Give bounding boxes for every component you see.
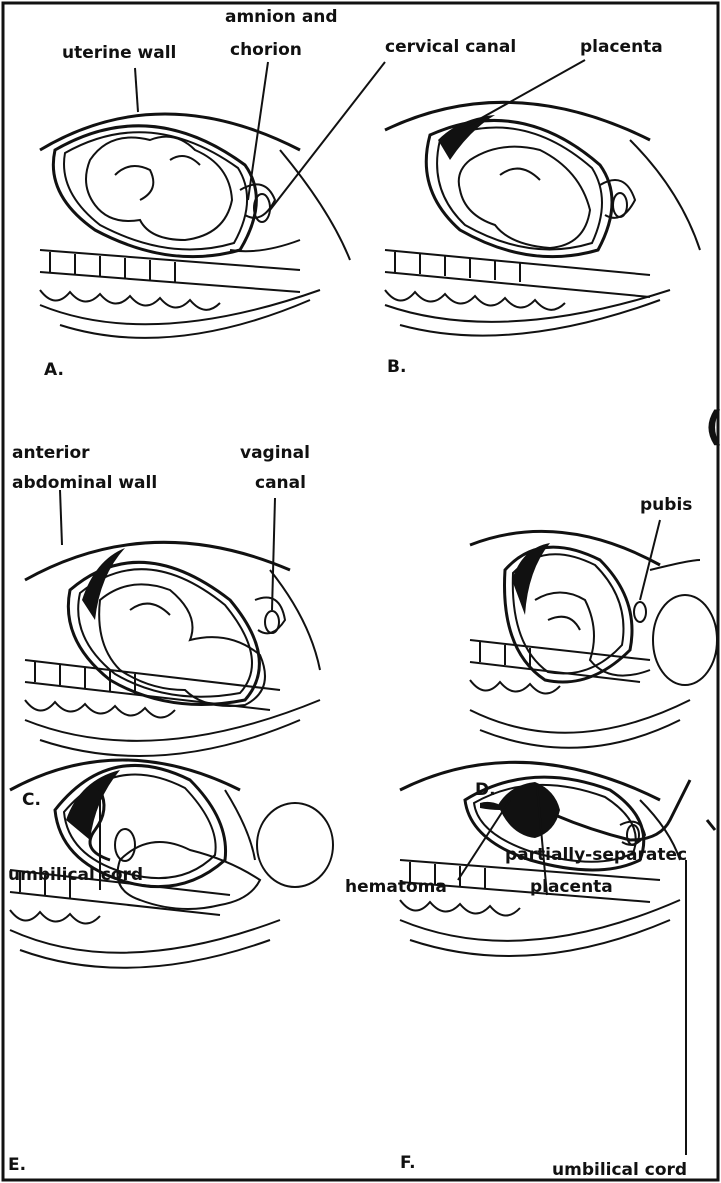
- leader-lines: [60, 60, 686, 1155]
- panel-label-c: C.: [22, 790, 41, 810]
- label-chorion: chorion: [230, 40, 302, 60]
- label-umbilical-cord-e: umbilical cord: [8, 865, 143, 885]
- panel-e-drawing: [10, 760, 333, 968]
- panel-label-f: F.: [400, 1153, 416, 1173]
- label-placenta-f: placenta: [530, 877, 613, 897]
- label-canal: canal: [255, 473, 306, 493]
- figure-title: وێنەی ( ٧ - ١٧ ): [705, 404, 721, 450]
- label-uterine-wall: uterine wall: [62, 43, 176, 63]
- panel-label-b: B.: [387, 357, 406, 377]
- label-cervical-canal: cervical canal: [385, 37, 516, 57]
- label-placenta: placenta: [580, 37, 663, 57]
- label-abdominal-wall: abdominal wall: [12, 473, 157, 493]
- label-anterior: anterior: [12, 443, 90, 463]
- label-partially-separated: partially-separatec: [505, 845, 687, 865]
- label-amnion-and: amnion and: [225, 7, 338, 27]
- panel-d-drawing: [470, 531, 717, 747]
- panel-b-drawing: [385, 102, 700, 335]
- panel-a-drawing: [40, 114, 350, 338]
- label-vaginal: vaginal: [240, 443, 310, 463]
- panel-label-e: E.: [8, 1155, 26, 1175]
- label-pubis: pubis: [640, 495, 692, 515]
- label-hematoma: hematoma: [345, 877, 447, 897]
- panel-label-d: D.: [475, 780, 496, 800]
- label-umbilical-cord-f: umbilical cord: [552, 1160, 687, 1180]
- panel-label-a: A.: [44, 360, 64, 380]
- panel-c-drawing: [25, 542, 320, 756]
